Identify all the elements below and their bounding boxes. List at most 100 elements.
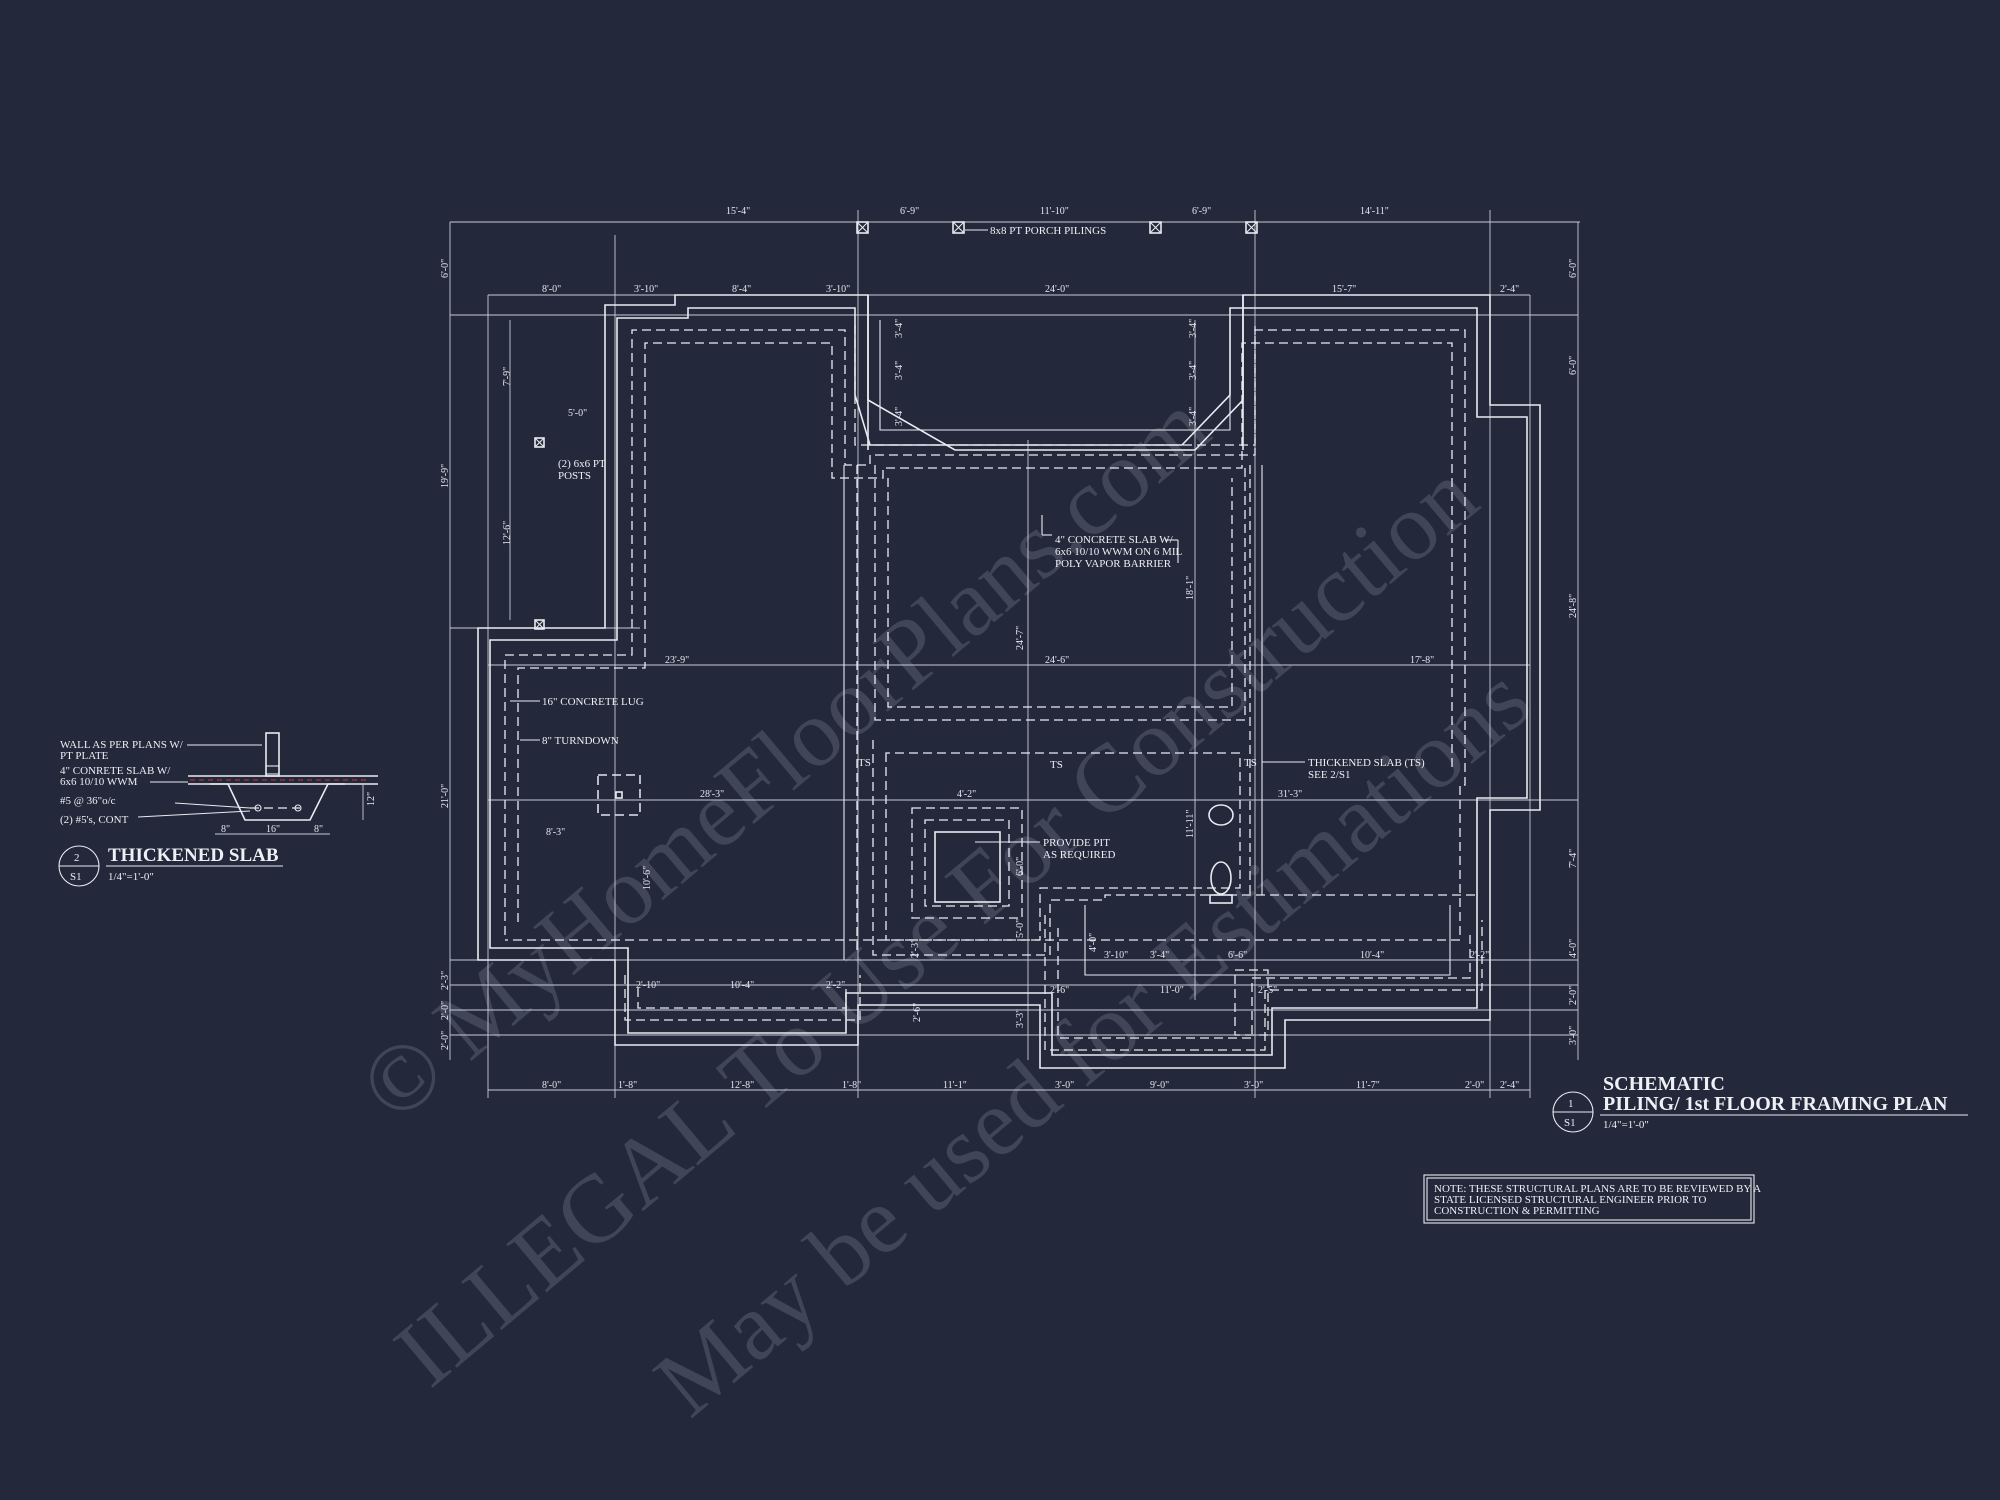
detail-dim: 16" [266,824,280,835]
plan-title-line2: PILING/ 1st FLOOR FRAMING PLAN [1603,1093,1948,1115]
dim-label: 10'-4" [730,980,754,991]
dim-label: 8'-3" [546,827,565,838]
dim-label: 10'-4" [1360,950,1384,961]
dim-label: 6'-6" [1228,950,1247,961]
dim-label: 2'-2" [826,980,845,991]
ts-note-line1: THICKENED SLAB (TS) [1308,757,1425,769]
dim-label: 19'-9" [440,464,451,488]
pit-note-line2: AS REQUIRED [1043,849,1115,861]
dim-label: 3'-4" [894,407,905,426]
dim-label: 3'-0" [1244,1080,1263,1091]
piling-icon [1149,221,1162,234]
dim-label: 2'-0" [1465,1080,1484,1091]
structural-note-box: NOTE: THESE STRUCTURAL PLANS ARE TO BE R… [1423,1174,1761,1224]
dim-label: 21'-0" [440,784,451,808]
dim-label: 23'-9" [665,655,689,666]
detail-slab-label: 6x6 10/10 WWM [60,776,138,788]
piling-icon [856,221,869,234]
dim-label: 6'-0" [1568,356,1579,375]
detail-title: THICKENED SLAB [108,845,279,866]
dim-label: 3'-4" [894,361,905,380]
dim-label: 24'-0" [1045,284,1069,295]
dim-label: 24'-8" [1568,594,1579,618]
dim-label: 15'-4" [726,206,750,217]
detail-rebar-label: (2) #5's, CONT [60,814,129,826]
plan-title-line1: SCHEMATIC [1603,1073,1725,1095]
plumbing-fixtures [1208,804,1234,904]
dimension-labels: 15'-4" 6'-9" 11'-10" 6'-9" 14'-11" 8'-0"… [440,206,1579,1091]
dim-label: 3'-4" [894,319,905,338]
plan-number: 1 [1568,1098,1574,1110]
piling-icon [1245,221,1258,234]
detail-wall-label: WALL AS PER PLANS W/ [60,739,184,751]
dim-label: 5'-0" [568,408,587,419]
dim-label: 2'-3" [440,971,451,990]
note-line3: CONSTRUCTION & PERMITTING [1434,1205,1600,1217]
posts-note-line1: (2) 6x6 PT [558,458,606,470]
dim-label: 3'-4" [1188,319,1199,338]
dim-label: 3'-4" [1188,407,1199,426]
dim-label: 2'-6" [1050,985,1069,996]
pit-note-line1: PROVIDE PIT [1043,837,1110,849]
dim-label: 3'-0" [1568,1026,1579,1045]
dim-label: 3'-10" [1104,950,1128,961]
plan-notes: 8x8 PT PORCH PILINGS (2) 6x6 PT POSTS 4"… [542,225,1425,861]
dim-label: 3'-10" [634,284,658,295]
slab-note-line1: 4" CONCRETE SLAB W/ [1055,534,1174,546]
dim-label: 2'-4" [1500,284,1519,295]
dim-label: 6'-0" [1568,259,1579,278]
toilet-icon [1210,861,1232,895]
dim-label: 2'-0" [440,1001,451,1020]
note-line2: STATE LICENSED STRUCTURAL ENGINEER PRIOR… [1434,1194,1706,1206]
dim-label: 15'-7" [1332,284,1356,295]
post-icon [534,619,545,630]
detail-wall-label: PT PLATE [60,750,109,762]
slab-note-line2: 6x6 10/10 WWM ON 6 MIL [1055,546,1182,558]
dim-label: 11'-10" [1040,206,1069,217]
dim-label: 8'-0" [542,1080,561,1091]
dim-label: 11'-0" [1160,985,1184,996]
ts-note-line2: SEE 2/S1 [1308,769,1350,781]
detail-number: 2 [74,852,80,864]
dim-label: 2'-10" [636,980,660,991]
dim-label: 24'-6" [1045,655,1069,666]
dim-label: 11'-7" [1356,1080,1380,1091]
dim-label: 3'-4" [1150,950,1169,961]
dim-label: 2'-2" [1470,950,1489,961]
pit [911,807,1023,919]
posts-note-line2: POSTS [558,470,591,482]
dim-label: 6'-9" [900,206,919,217]
foundation-walls [477,294,1541,1069]
foundation-plan: 15'-4" 6'-9" 11'-10" 6'-9" 14'-11" 8'-0"… [440,206,1580,1098]
plan-sheet: S1 [1564,1117,1576,1129]
slab-note-line3: POLY VAPOR BARRIER [1055,558,1172,570]
dim-label: 18'-1" [1185,576,1196,600]
dim-label: 12'-8" [730,1080,754,1091]
dim-label: 1'-8" [618,1080,637,1091]
sink-icon [1208,804,1234,826]
ts-mark: TS [1050,759,1063,771]
post-icon [534,437,545,448]
dim-label: 4'-0" [1568,939,1579,958]
dim-label: 2'-0" [440,1031,451,1050]
dim-label: 1'-8" [842,1080,861,1091]
ts-mark: TS [1244,757,1257,769]
dim-label: 3'-4" [1188,361,1199,380]
turndown-note: 8" TURNDOWN [542,735,619,747]
dim-label: 28'-3" [700,789,724,800]
detail-dim: 8" [314,824,323,835]
dim-label: 31'-3" [1278,789,1302,800]
lug-note: 16" CONCRETE LUG [542,696,644,708]
porch-pilings-note: 8x8 PT PORCH PILINGS [990,225,1106,237]
ts-mark: TS [858,757,871,769]
dim-label: 24'-7" [1015,626,1026,650]
dim-label: 2'-5" [1258,985,1277,996]
piling-icon [952,221,965,234]
dim-label: 14'-11" [1360,206,1389,217]
dim-label: 11'-1" [943,1080,967,1091]
watermark: © MyHomeFloorPlans.com ILLEGAL To Use Fo… [340,371,1549,1436]
plan-scale: 1/4"=1'-0" [1603,1119,1649,1131]
detail-rebar-label: #5 @ 36"o/c [60,795,116,807]
dim-label: 2'-4" [1500,1080,1519,1091]
